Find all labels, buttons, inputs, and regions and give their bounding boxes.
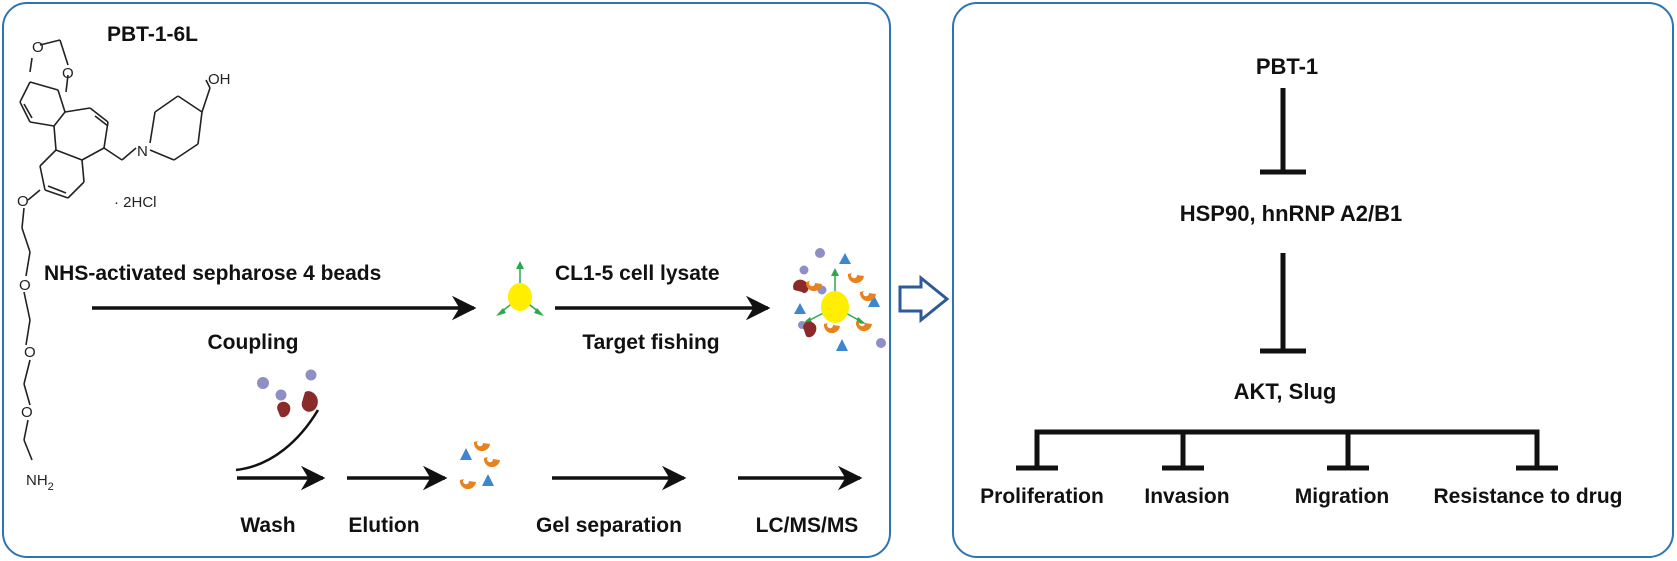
- step2-top-label: CL1-5 cell lysate: [555, 262, 720, 285]
- compound-name: PBT-1-6L: [107, 23, 198, 46]
- downstream-label: AKT, Slug: [1234, 379, 1337, 404]
- bottom-step-wash: Wash: [240, 514, 295, 537]
- step1-top-label: NHS-activated sepharose 4 beads: [44, 262, 381, 285]
- atom-o1: O: [32, 39, 44, 56]
- activated-bead: [496, 261, 544, 316]
- atom-n: N: [137, 143, 148, 160]
- atom-o2: O: [62, 65, 74, 82]
- eluted-proteins: [459, 441, 500, 490]
- outcome-proliferation: Proliferation: [980, 485, 1104, 508]
- left-panel: [2, 2, 891, 558]
- branch-inhibitors: [1016, 429, 1558, 471]
- bottom-step-elution: Elution: [348, 514, 419, 537]
- atom-o-chain-3: O: [24, 344, 36, 361]
- atom-nh2: NH2: [26, 472, 54, 493]
- outcome-resistance-to-drug: Resistance to drug: [1433, 485, 1622, 508]
- atom-o-chain-4: O: [21, 404, 33, 421]
- outcome-migration: Migration: [1295, 485, 1390, 508]
- atom-o-chain-1: O: [17, 193, 29, 210]
- atom-oh: OH: [208, 71, 231, 88]
- outcome-invasion: Invasion: [1144, 485, 1229, 508]
- bottom-step-lcms: LC/MS/MS: [756, 514, 859, 537]
- bead-with-proteins: [793, 248, 886, 351]
- right-panel: [952, 2, 1674, 558]
- connector-arrow: [898, 274, 950, 324]
- wash-flow-curve: [235, 409, 320, 472]
- atom-o-chain-2: O: [19, 277, 31, 294]
- salt-label: · 2HCl: [114, 194, 157, 211]
- chemical-structure: [19, 39, 211, 461]
- targets-label: HSP90, hnRNP A2/B1: [1180, 201, 1403, 226]
- step2-bottom-label: Target fishing: [582, 331, 719, 354]
- drug-label: PBT-1: [1256, 54, 1318, 79]
- bottom-step-gel-separation: Gel separation: [536, 514, 682, 537]
- step1-bottom-label: Coupling: [208, 331, 299, 354]
- washed-proteins: [257, 369, 318, 418]
